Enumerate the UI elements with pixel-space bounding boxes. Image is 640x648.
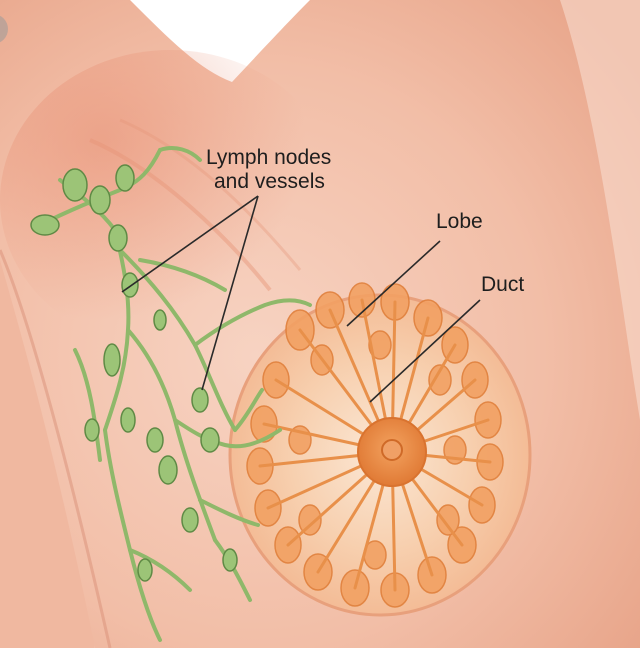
label-lobe: Lobe [436, 210, 483, 233]
arm-skin [0, 260, 95, 648]
label-lymph-line1: Lymph nodes [206, 146, 332, 169]
nipple [381, 439, 403, 461]
leader-lymph-2 [201, 195, 259, 391]
scroll-indicator-icon [0, 14, 8, 44]
label-duct: Duct [481, 273, 525, 296]
leader-lymph-1 [121, 195, 259, 293]
leader-duct [369, 299, 481, 403]
lymph-nodes [30, 164, 238, 582]
lymph-vessels [38, 146, 312, 642]
label-lymph-line2: and vessels [214, 170, 325, 193]
leader-lobe [346, 240, 441, 327]
leader-lines [121, 195, 481, 403]
label-lymph-nodes-and-vessels: Lymph nodes and vessels [206, 146, 331, 194]
